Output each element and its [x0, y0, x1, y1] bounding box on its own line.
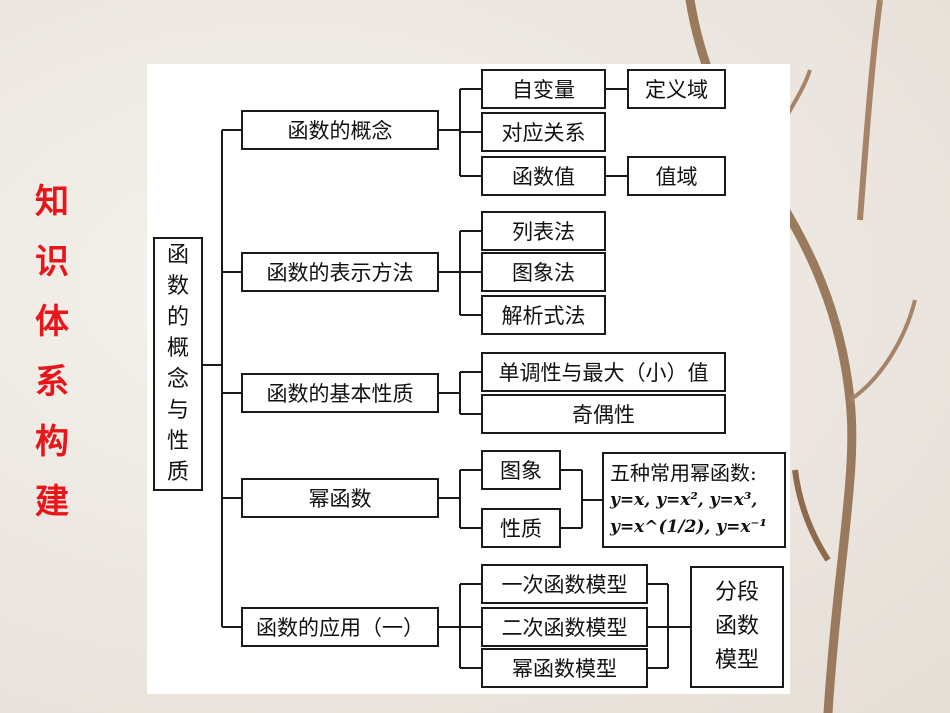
side-title-char: 知 — [35, 182, 69, 222]
branch-concept: 函数的概念 — [241, 110, 439, 150]
node-monotonicity: 单调性与最大（小）值 — [481, 352, 726, 392]
side-title-char: 构 — [35, 422, 69, 462]
node-power-graph: 图象 — [481, 450, 561, 490]
branch-application: 函数的应用（一） — [241, 607, 439, 647]
node-power-properties: 性质 — [481, 508, 561, 548]
side-title: 知 识 体 系 构 建 — [28, 172, 76, 532]
branch-representation: 函数的表示方法 — [241, 252, 439, 292]
node-piecewise-model: 分段 函数 模型 — [690, 566, 784, 688]
side-title-char: 识 — [35, 242, 69, 282]
branch-properties: 函数的基本性质 — [241, 373, 439, 413]
node-independent-variable: 自变量 — [481, 69, 606, 109]
root-char: 概 — [166, 336, 189, 361]
node-range: 值域 — [627, 156, 726, 196]
node-parity: 奇偶性 — [481, 394, 726, 434]
piecewise-line: 模型 — [714, 648, 759, 673]
node-graph-method: 图象法 — [481, 252, 606, 292]
node-linear-model: 一次函数模型 — [481, 564, 648, 604]
node-function-value: 函数值 — [481, 156, 606, 196]
root-char: 质 — [166, 460, 189, 485]
node-domain: 定义域 — [627, 69, 726, 109]
root-char: 数 — [166, 274, 189, 299]
node-formula-method: 解析式法 — [481, 295, 606, 335]
power-summary-line1: y=x, y=x², y=x³, — [610, 489, 758, 510]
node-power-summary: 五种常用幂函数: y=x, y=x², y=x³, y=x^(1/2), y=x… — [602, 452, 786, 548]
root-char: 念 — [166, 367, 189, 392]
side-title-char: 系 — [35, 362, 69, 402]
power-summary-heading: 五种常用幂函数: — [610, 460, 757, 485]
root-char: 的 — [166, 305, 189, 330]
node-table-method: 列表法 — [481, 211, 606, 251]
root-char: 性 — [166, 429, 189, 454]
node-correspondence: 对应关系 — [481, 112, 606, 152]
root-node: 函 数 的 概 念 与 性 质 — [153, 237, 203, 491]
side-title-char: 建 — [35, 482, 69, 522]
node-quadratic-model: 二次函数模型 — [481, 607, 648, 647]
root-char: 与 — [166, 398, 189, 423]
piecewise-line: 分段 — [714, 580, 759, 605]
root-char: 函 — [166, 243, 189, 268]
branch-power: 幂函数 — [241, 478, 439, 518]
power-summary-line2: y=x^(1/2), y=x⁻¹ — [610, 516, 767, 537]
node-power-model: 幂函数模型 — [481, 648, 648, 688]
side-title-char: 体 — [35, 302, 69, 342]
piecewise-line: 函数 — [714, 614, 759, 639]
